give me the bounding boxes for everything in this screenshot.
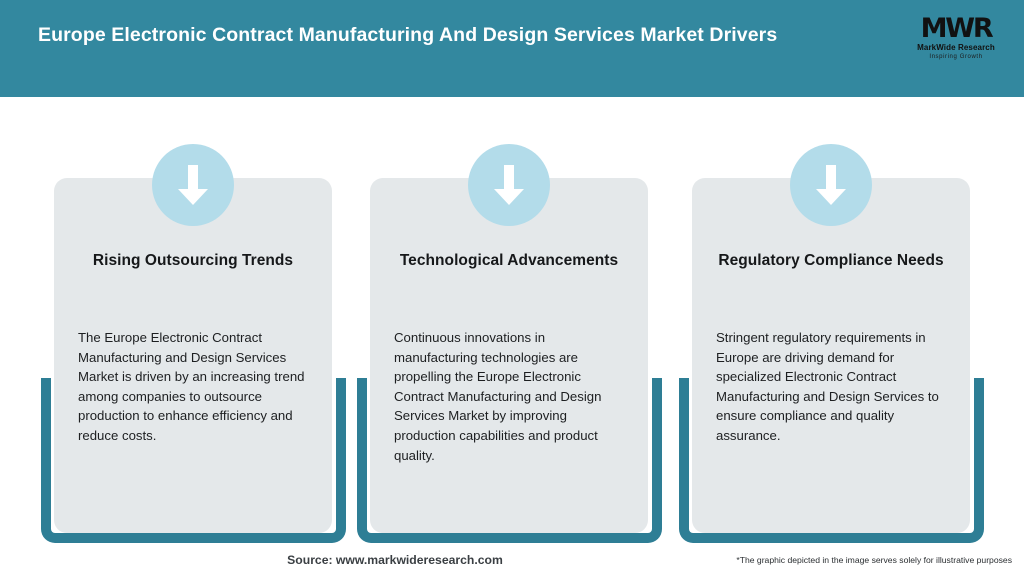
icon-badge-3 bbox=[790, 144, 872, 226]
card-title-2: Technological Advancements bbox=[399, 252, 619, 269]
arrow-down-icon bbox=[816, 165, 846, 205]
arrow-down-icon bbox=[494, 165, 524, 205]
header-banner: Europe Electronic Contract Manufacturing… bbox=[0, 0, 1024, 97]
card-body-1: The Europe Electronic Contract Manufactu… bbox=[78, 330, 305, 443]
source-label: Source: www.markwideresearch.com bbox=[287, 553, 503, 567]
markwide-research-logo: MWR MarkWide Research Inspiring Growth bbox=[910, 12, 1002, 64]
card-body-2: Continuous innovations in manufacturing … bbox=[394, 330, 602, 463]
driver-card-1: Rising Outsourcing Trends The Europe Ele… bbox=[54, 178, 332, 533]
icon-badge-1 bbox=[152, 144, 234, 226]
card-body-3: Stringent regulatory requirements in Eur… bbox=[716, 330, 939, 443]
driver-card-2: Technological Advancements Continuous in… bbox=[370, 178, 648, 533]
driver-card-3: Regulatory Compliance Needs Stringent re… bbox=[692, 178, 970, 533]
page-title: Europe Electronic Contract Manufacturing… bbox=[38, 24, 778, 46]
card-frame-3 bbox=[679, 378, 984, 543]
card-frame-2 bbox=[357, 378, 662, 543]
card-frame-1 bbox=[41, 378, 346, 543]
logo-monogram: MWR bbox=[920, 12, 994, 44]
logo-company-name: MarkWide Research bbox=[917, 42, 995, 52]
card-title-1: Rising Outsourcing Trends bbox=[92, 252, 294, 269]
disclaimer-note: *The graphic depicted in the image serve… bbox=[736, 555, 1012, 565]
icon-badge-2 bbox=[468, 144, 550, 226]
card-title-3: Regulatory Compliance Needs bbox=[718, 252, 944, 269]
logo-tagline: Inspiring Growth bbox=[929, 53, 983, 60]
arrow-down-icon bbox=[178, 165, 208, 205]
